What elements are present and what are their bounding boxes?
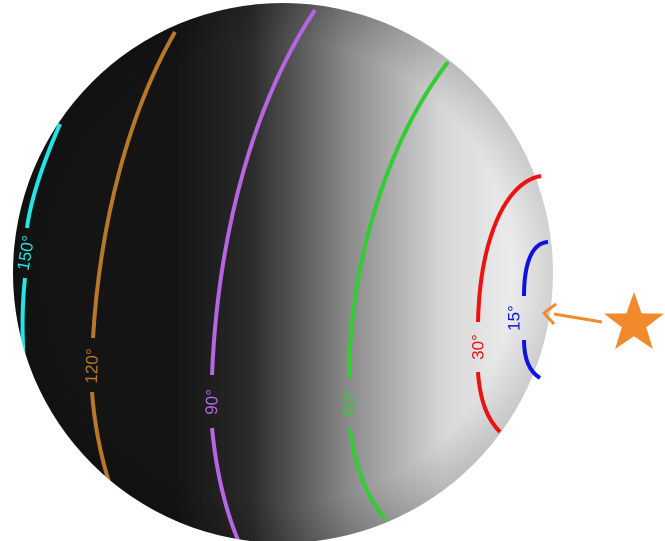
label-90: 90° [202, 389, 222, 415]
label-120: 120° [82, 348, 102, 384]
contour-60-lower [348, 427, 388, 522]
arrow-head [542, 302, 557, 326]
contour-group [20, 8, 450, 541]
label-15: 15° [505, 305, 524, 331]
contour-150 [25, 123, 62, 229]
star-icon [604, 292, 664, 349]
contour-15-lower [522, 339, 542, 380]
light-arrow [542, 302, 603, 326]
contour-60-upper [347, 60, 450, 379]
label-60: 60° [339, 390, 359, 416]
contour-120-upper [91, 31, 177, 339]
sphere-edge-shading [13, 3, 553, 541]
label-30: 30° [469, 334, 488, 360]
contour-90-lower [210, 427, 242, 541]
arrow-shaft [553, 312, 603, 324]
contour-30-lower [476, 371, 502, 434]
contour-90-upper [210, 8, 317, 376]
contour-15-upper [522, 240, 549, 297]
contour-120-lower [90, 391, 112, 486]
contour-30-upper [476, 174, 542, 323]
